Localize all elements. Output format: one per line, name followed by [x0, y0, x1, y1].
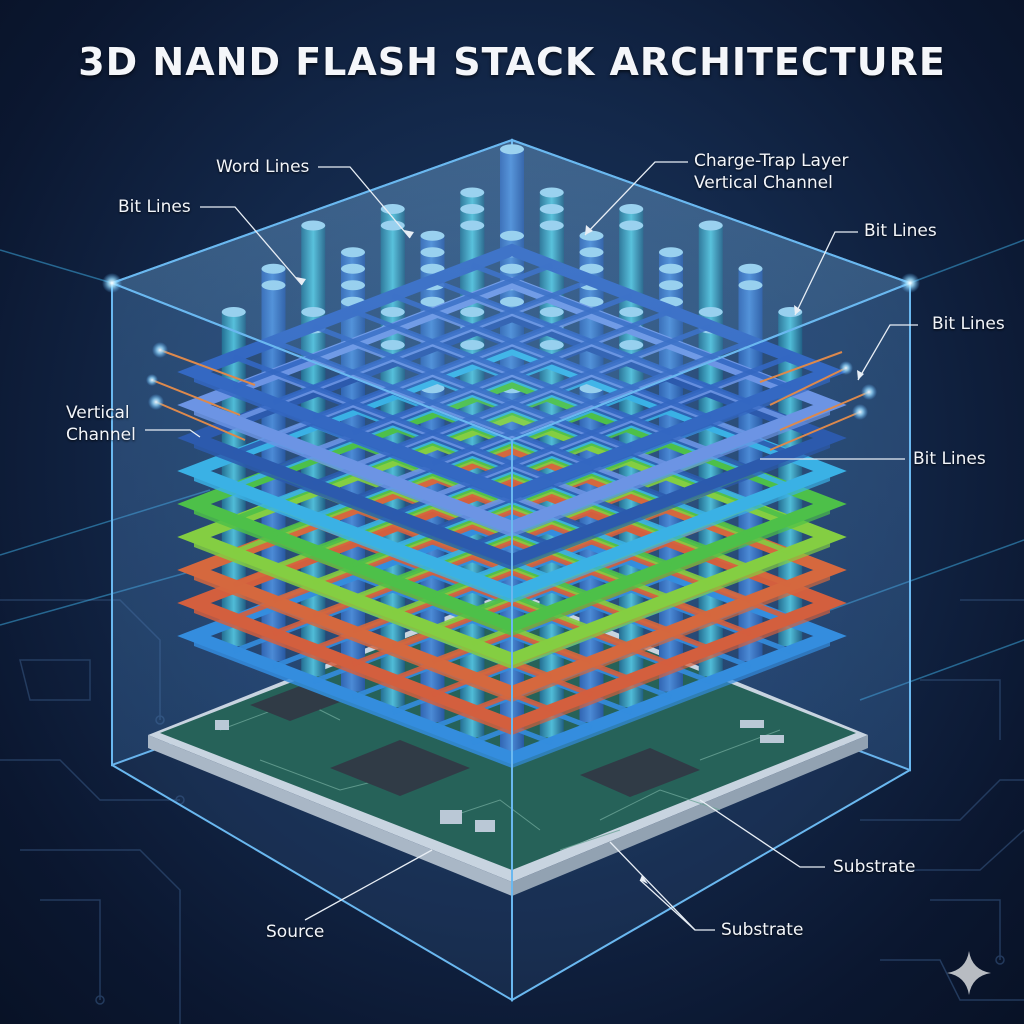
label-charge-trap-line2: Vertical Channel	[694, 173, 833, 193]
callout-lines	[145, 161, 918, 931]
label-vertical-channel: Vertical Channel	[66, 402, 136, 446]
chip-center	[330, 740, 470, 796]
label-bit-lines-top-right: Bit Lines	[864, 221, 937, 241]
label-charge-trap: Charge-Trap Layer Vertical Channel	[694, 150, 848, 194]
label-vertical-channel-line2: Channel	[66, 425, 136, 445]
glass-cube-front	[109, 138, 913, 1002]
label-substrate-bottom: Substrate	[721, 920, 804, 940]
label-word-lines: Word Lines	[216, 157, 310, 177]
page-title: 3D NAND FLASH STACK ARCHITECTURE	[78, 40, 946, 84]
chip-left	[250, 686, 340, 721]
label-substrate-right: Substrate	[833, 857, 916, 877]
callout-arrowheads	[296, 225, 864, 884]
sparkle-icon	[947, 951, 991, 995]
label-vertical-channel-line1: Vertical	[66, 403, 130, 423]
label-source: Source	[266, 922, 325, 942]
label-charge-trap-line1: Charge-Trap Layer	[694, 151, 849, 171]
cube-corner-glows	[102, 273, 920, 293]
chip-right	[580, 748, 700, 797]
glow-points	[146, 342, 877, 420]
label-bit-lines-top-left: Bit Lines	[118, 197, 191, 217]
bit-line-wires	[151, 349, 870, 451]
layer-grid-line	[471, 354, 792, 482]
label-bit-lines-right-upper: Bit Lines	[932, 314, 1005, 334]
label-bit-lines-right-lower: Bit Lines	[913, 449, 986, 469]
